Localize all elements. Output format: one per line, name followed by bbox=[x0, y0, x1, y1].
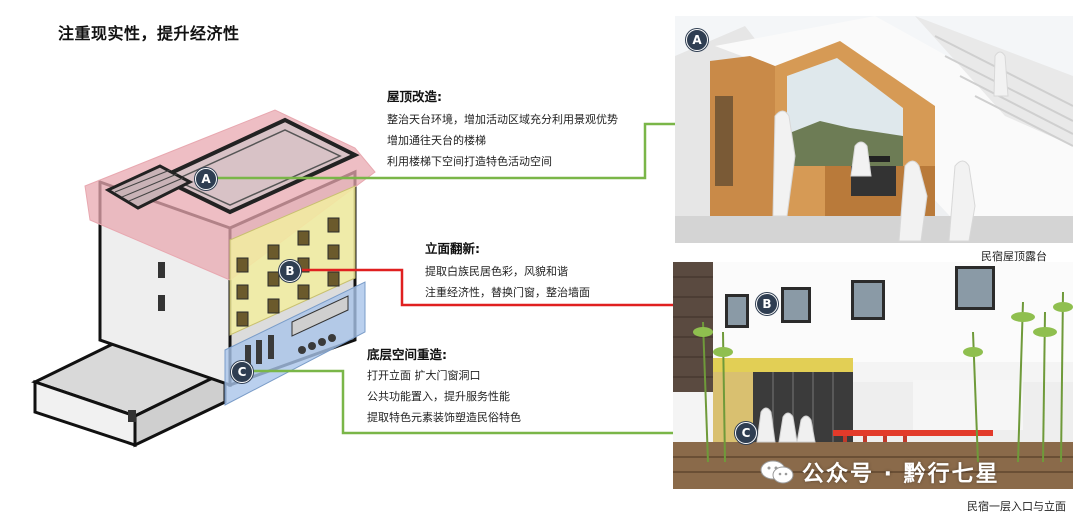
caption-entrance: 民宿一层入口与立面 bbox=[967, 500, 1066, 513]
photo-ground-entrance bbox=[673, 262, 1073, 489]
note-roof-title: 屋顶改造: bbox=[387, 89, 442, 104]
marker-c-photo: C bbox=[735, 422, 757, 444]
note-roof-line-2: 增加通往天台的楼梯 bbox=[387, 134, 486, 147]
marker-c-drawing: C bbox=[231, 361, 253, 383]
note-ground-line-2: 公共功能置入，提升服务性能 bbox=[367, 390, 510, 403]
note-ground-line-1: 打开立面 扩大门窗洞口 bbox=[367, 369, 481, 382]
note-roof-line-1: 整治天台环境，增加活动区域充分利用景观优势 bbox=[387, 113, 618, 126]
note-roof: 屋顶改造: 整治天台环境，增加活动区域充分利用景观优势 增加通往天台的楼梯 利用… bbox=[387, 86, 618, 172]
marker-b-drawing: B bbox=[279, 260, 301, 282]
page-title: 注重现实性，提升经济性 bbox=[58, 24, 240, 43]
wechat-icon bbox=[760, 460, 794, 484]
watermark-text: 公众号 · 黔行七星 bbox=[802, 462, 1000, 487]
marker-a-drawing: A bbox=[195, 168, 217, 190]
watermark: 公众号 · 黔行七星 bbox=[760, 456, 1000, 488]
note-ground-line-3: 提取特色元素装饰塑造民俗特色 bbox=[367, 411, 521, 424]
connector-line-c bbox=[242, 369, 744, 435]
caption-rooftop: 民宿屋顶露台 bbox=[981, 250, 1047, 263]
note-roof-line-3: 利用楼梯下空间打造特色活动空间 bbox=[387, 155, 552, 168]
building-axonometric bbox=[31, 109, 376, 448]
note-facade-line-2: 注重经济性，替换门窗，整治墙面 bbox=[425, 286, 590, 299]
photo-rooftop-terrace bbox=[675, 16, 1073, 243]
note-facade-title: 立面翻新: bbox=[425, 241, 480, 256]
note-ground-floor: 底层空间重造: 打开立面 扩大门窗洞口 公共功能置入，提升服务性能 提取特色元素… bbox=[367, 344, 521, 428]
connector-line-b bbox=[290, 268, 765, 307]
marker-b-photo: B bbox=[756, 293, 778, 315]
marker-a-photo: A bbox=[686, 29, 708, 51]
note-facade-line-1: 提取白族民居色彩，风貌和谐 bbox=[425, 265, 568, 278]
note-ground-title: 底层空间重造: bbox=[367, 347, 447, 362]
note-facade: 立面翻新: 提取白族民居色彩，风貌和谐 注重经济性，替换门窗，整治墙面 bbox=[425, 238, 590, 303]
